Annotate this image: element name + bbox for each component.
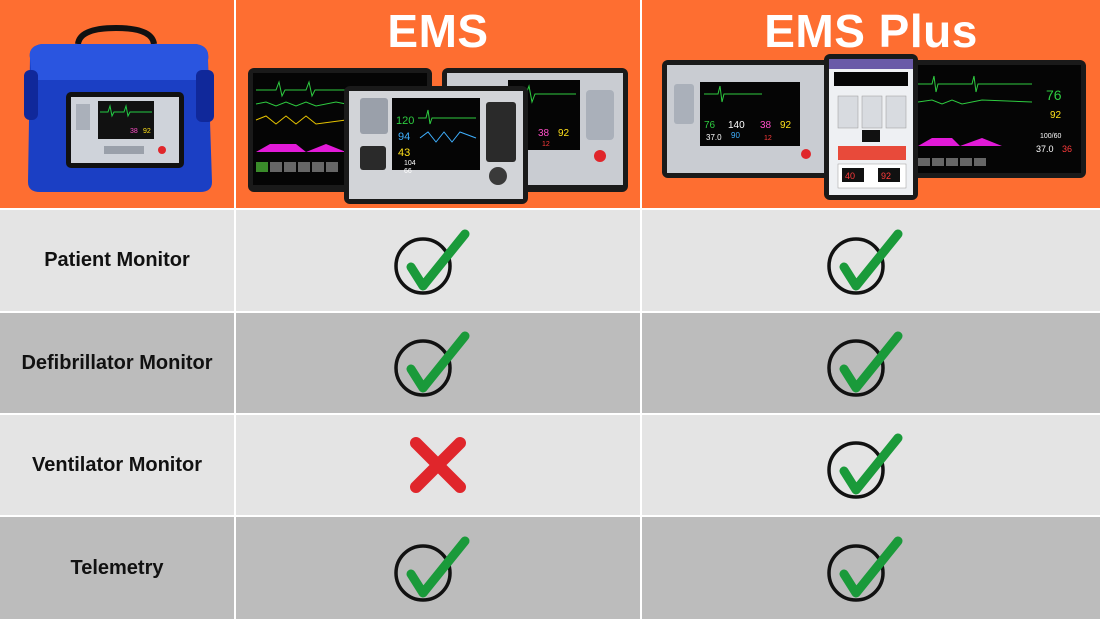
ems-monitor-readout-3: 12 <box>542 141 550 148</box>
check-icon <box>394 229 470 295</box>
ems-defib-readout-1: 120 <box>396 115 414 127</box>
header-ems-plus-cell: EMS Plus 76 140 90 38 92 37.0 12 76 92 1… <box>642 0 1100 208</box>
ems-defib-readout-4: 104 <box>404 160 416 167</box>
emsplus-right-readout-5: 36 <box>1062 144 1072 154</box>
ems-devices-image: 38 92 12 120 94 43 104 66 <box>248 68 628 204</box>
row-label-defibrillator-monitor: Defibrillator Monitor <box>0 313 234 413</box>
emsplus-monitor-readout-3: 90 <box>731 131 740 140</box>
row-label-telemetry: Telemetry <box>0 517 234 619</box>
emsplus-monitor-readout-5: 92 <box>780 120 792 131</box>
check-icon <box>827 536 903 602</box>
row-label-patient-monitor: Patient Monitor <box>0 210 234 311</box>
row-label-ventilator-monitor: Ventilator Monitor <box>0 415 234 515</box>
cell-ems-plus-defibrillator-monitor <box>642 313 1100 413</box>
ems-defib-readout-2: 94 <box>398 131 410 143</box>
emsplus-monitor-readout-2: 140 <box>728 120 745 131</box>
check-icon <box>827 433 903 499</box>
emsplus-right-readout-3: 100/60 <box>1040 133 1062 140</box>
emsplus-monitor-readout-6: 37.0 <box>706 133 722 142</box>
check-icon <box>827 331 903 397</box>
cell-ems-plus-telemetry <box>642 517 1100 619</box>
cell-ems-patient-monitor <box>236 210 640 311</box>
column-title-ems-plus: EMS Plus <box>764 5 978 57</box>
cell-ems-ventilator-monitor <box>236 415 640 515</box>
ems-defib-readout-5: 66 <box>404 168 412 175</box>
emsplus-right-readout-2: 92 <box>1050 110 1062 121</box>
cell-ems-plus-patient-monitor <box>642 210 1100 311</box>
cross-icon <box>410 437 466 493</box>
cell-ems-telemetry <box>236 517 640 619</box>
check-icon <box>827 229 903 295</box>
emsplus-monitor-readout-4: 38 <box>760 120 772 131</box>
svg-text:92: 92 <box>143 128 151 135</box>
emsplus-right-readout-1: 76 <box>1046 87 1062 103</box>
cell-ems-plus-ventilator-monitor <box>642 415 1100 515</box>
ems-defib-readout-3: 43 <box>398 147 410 159</box>
svg-text:38: 38 <box>130 128 138 135</box>
ems-plus-devices-image: 76 140 90 38 92 37.0 12 76 92 100/60 37.… <box>662 54 1086 200</box>
header-ems-cell: EMS 38 92 12 <box>236 0 640 208</box>
ems-bag-image: 38 92 <box>24 24 214 192</box>
ems-monitor-readout-1: 38 <box>538 128 550 139</box>
emsplus-monitor-readout-1: 76 <box>704 120 716 131</box>
check-icon <box>394 536 470 602</box>
ems-monitor-readout-2: 92 <box>558 128 570 139</box>
check-icon <box>394 331 470 397</box>
emsplus-vent-readout-2: 92 <box>881 171 891 181</box>
emsplus-monitor-readout-7: 12 <box>764 135 772 142</box>
cell-ems-defibrillator-monitor <box>236 313 640 413</box>
header-product-cell: 38 92 <box>0 0 234 208</box>
column-title-ems: EMS <box>387 5 489 57</box>
emsplus-right-readout-4: 37.0 <box>1036 144 1054 154</box>
emsplus-vent-readout-1: 40 <box>845 171 855 181</box>
